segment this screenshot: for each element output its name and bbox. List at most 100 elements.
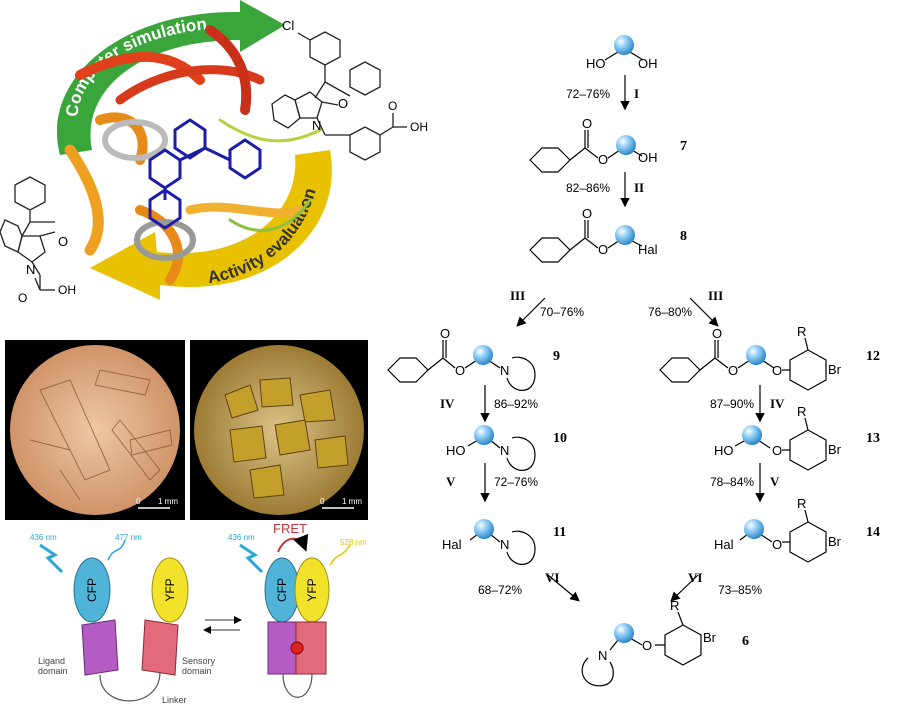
yfp-left-label: YFP	[163, 578, 177, 601]
cmpd7-number: 7	[680, 139, 687, 154]
chloro-label: Cl	[282, 18, 294, 33]
activity-evaluation-arrow	[90, 150, 332, 300]
step6-left-reagent: VI	[545, 570, 559, 585]
cmpd12-o1: O	[712, 326, 722, 341]
cmpd10-number: 10	[553, 431, 567, 446]
cmpd7-o2: O	[598, 152, 608, 167]
nitrogen-left-label: N	[26, 262, 35, 277]
sphere-8	[615, 225, 635, 245]
cmpd9-n: N	[500, 363, 509, 378]
scheme-labels: HO OH 72–76% I O O OH 7 82–86% II O O Ha…	[440, 56, 880, 663]
sphere-13	[742, 425, 762, 445]
cmpd9-o2: O	[455, 363, 465, 378]
cmpd8-o2: O	[598, 242, 608, 257]
ligand-model	[148, 118, 262, 230]
left-scale-end: 1 mm	[158, 497, 178, 506]
sphere-linkers	[473, 35, 766, 643]
cmpd6-number: 6	[742, 634, 749, 649]
right-scale-start: 0	[320, 497, 325, 506]
ligand-domain-left	[81, 619, 119, 676]
step3-right-yield: 76–80%	[648, 305, 692, 319]
step4-right-reagent: IV	[770, 396, 785, 411]
step4-left-yield: 86–92%	[494, 397, 538, 411]
start-ho-label: HO	[586, 56, 606, 71]
step3-left-reagent: III	[510, 288, 525, 303]
cmpd12-r: R	[797, 324, 806, 339]
cmpd8-number: 8	[680, 229, 687, 244]
cmpd11-number: 11	[553, 525, 566, 540]
step3-left-yield: 70–76%	[540, 305, 584, 319]
sphere-12	[746, 345, 766, 365]
carbonyl-o-left-label: O	[18, 291, 27, 305]
excitation-right-icon	[239, 543, 264, 574]
cmpd8-hal: Hal	[638, 242, 658, 257]
step1-yield: 72–76%	[566, 87, 610, 101]
emission-left-label: 477 nm	[115, 533, 142, 542]
synthesis-scheme	[387, 51, 827, 687]
cmpd6-br: Br	[703, 630, 717, 645]
indolinone-acid-molecule	[0, 176, 56, 291]
step2-reagent: II	[634, 180, 644, 195]
sphere-14	[744, 519, 764, 539]
step6-right-yield: 73–85%	[718, 583, 762, 597]
oxo-left-label: O	[58, 234, 68, 249]
excitation-left-icon	[39, 543, 64, 574]
cmpd7-oh: OH	[638, 150, 658, 165]
step5-right-yield: 78–84%	[710, 475, 754, 489]
micrograph-left: 0 1 mm	[5, 340, 185, 520]
sphere-11	[474, 519, 494, 539]
cmpd11-n: N	[500, 537, 509, 552]
cmpd12-o2: O	[728, 363, 738, 378]
sphere-10	[474, 425, 494, 445]
left-scale-start: 0	[136, 497, 141, 506]
start-oh-label: OH	[638, 56, 658, 71]
sphere-9	[473, 345, 493, 365]
excitation-left-label: 436 nm	[30, 533, 57, 542]
cmpd12-number: 12	[866, 349, 880, 364]
protein-ribbons	[64, 25, 322, 285]
cmpd14-hal: Hal	[714, 537, 734, 552]
right-scale-end: 1 mm	[342, 497, 362, 506]
cmpd12-o3: O	[772, 363, 782, 378]
step5-left-reagent: V	[446, 474, 456, 489]
cmpd9-o1: O	[440, 326, 450, 341]
sensory-domain-left	[141, 619, 179, 676]
cmpd12-br: Br	[828, 362, 842, 377]
step5-right-reagent: V	[770, 474, 780, 489]
benzene-ring-7	[529, 147, 571, 173]
sphere-7	[616, 135, 636, 155]
sphere-start	[614, 35, 634, 55]
step4-left-reagent: IV	[440, 396, 455, 411]
sphere-6	[614, 623, 634, 643]
cmpd10-ho: HO	[446, 443, 466, 458]
cfp-left	[73, 557, 111, 623]
cmpd14-o: O	[772, 537, 782, 552]
bound-ligand-icon	[290, 641, 304, 655]
cmpd6-n: N	[598, 648, 607, 663]
step2-yield: 82–86%	[566, 181, 610, 195]
cmpd14-r: R	[797, 496, 806, 511]
cmpd13-br: Br	[828, 442, 842, 457]
carboxyl-left-label: OH	[58, 283, 76, 297]
linker-left	[99, 671, 161, 702]
emission-left-icon	[107, 539, 126, 561]
cmpd13-ho: HO	[714, 443, 734, 458]
yfp-right-label: YFP	[305, 578, 319, 601]
cmpd7-o1: O	[582, 116, 592, 131]
simulation-cycle-panel: Computer simulation Activity evaluation	[0, 0, 428, 305]
step6-left-yield: 68–72%	[478, 583, 522, 597]
nitrogen-right-label: N	[312, 118, 321, 133]
fret-label: FRET	[273, 521, 307, 536]
fret-arrow-icon	[277, 533, 309, 553]
cmpd14-br: Br	[828, 534, 842, 549]
cmpd11-hal: Hal	[442, 537, 462, 552]
carboxyl-right-label: OH	[410, 120, 428, 134]
yfp-left	[151, 557, 189, 623]
step4-right-yield: 87–90%	[710, 397, 754, 411]
step6-right-reagent: VI	[688, 570, 702, 585]
excitation-right-label: 436 nm	[228, 533, 255, 542]
